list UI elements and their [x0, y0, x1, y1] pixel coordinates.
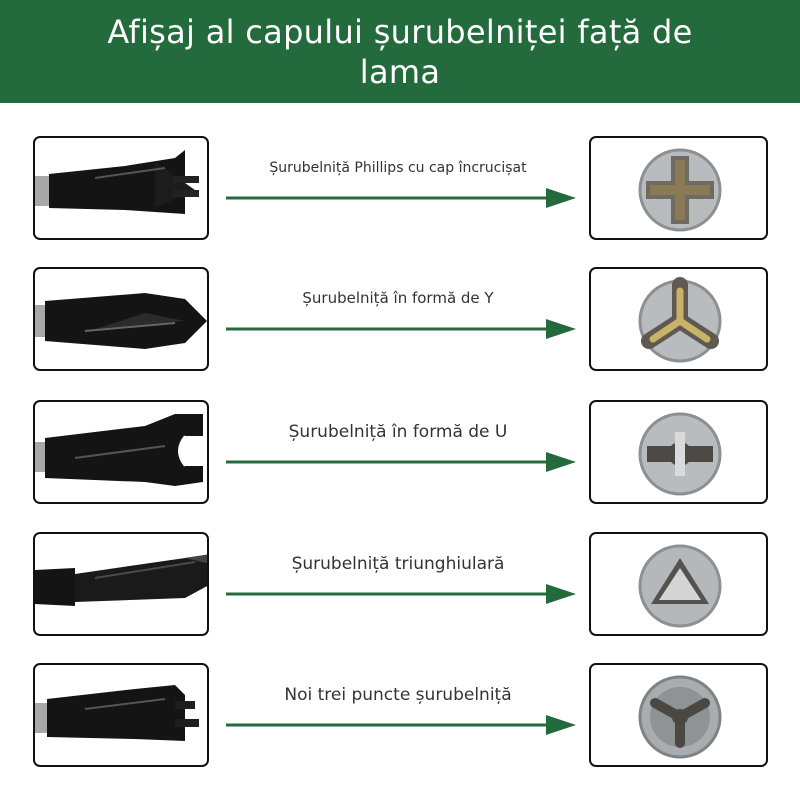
screw-image-box	[589, 267, 768, 371]
y-bit-icon	[35, 293, 207, 349]
row-label: Șurubelniță în formă de Y	[302, 289, 494, 307]
comparison-row-phillips: Șurubelniță Phillips cu cap încrucișat	[0, 136, 800, 242]
comparison-row-y: Șurubelniță în formă de Y	[0, 267, 800, 373]
bit-image-box	[33, 136, 209, 240]
arrow-icon	[226, 188, 576, 208]
arrow-icon	[226, 319, 576, 339]
tri-point-bit-icon	[35, 685, 199, 741]
row-label: Noi trei puncte șurubelniță	[284, 685, 512, 705]
comparison-row-u: Șurubelniță în formă de U	[0, 400, 800, 506]
u-screw-icon	[638, 412, 722, 496]
bit-image-box	[33, 267, 209, 371]
row-label: Șurubelniță triunghiulară	[291, 554, 505, 574]
row-label: Șurubelniță Phillips cu cap încrucișat	[269, 160, 527, 176]
comparison-row-tri-point: Noi trei puncte șurubelniță	[0, 663, 800, 769]
arrow-icon	[226, 584, 576, 604]
bit-image-box	[33, 663, 209, 767]
triangle-bit-icon	[35, 554, 207, 606]
y-screw-icon	[638, 277, 722, 363]
arrow-icon	[226, 452, 576, 472]
row-label: Șurubelniță în formă de U	[288, 422, 508, 442]
phillips-screw-icon	[638, 148, 722, 232]
page-title: Afișaj al capului șurubelniței față de l…	[107, 12, 693, 91]
comparison-row-triangle: Șurubelniță triunghiulară	[0, 532, 800, 638]
tri-point-screw-icon	[638, 675, 722, 759]
screw-image-box	[589, 400, 768, 504]
header-banner: Afișaj al capului șurubelniței față de l…	[0, 0, 800, 103]
arrow-icon	[226, 715, 576, 735]
bit-image-box	[33, 400, 209, 504]
triangle-screw-icon	[638, 544, 722, 628]
screw-image-box	[589, 663, 768, 767]
u-bit-icon	[35, 414, 203, 486]
screw-image-box	[589, 136, 768, 240]
phillips-bit-icon	[35, 150, 199, 214]
bit-image-box	[33, 532, 209, 636]
screw-image-box	[589, 532, 768, 636]
